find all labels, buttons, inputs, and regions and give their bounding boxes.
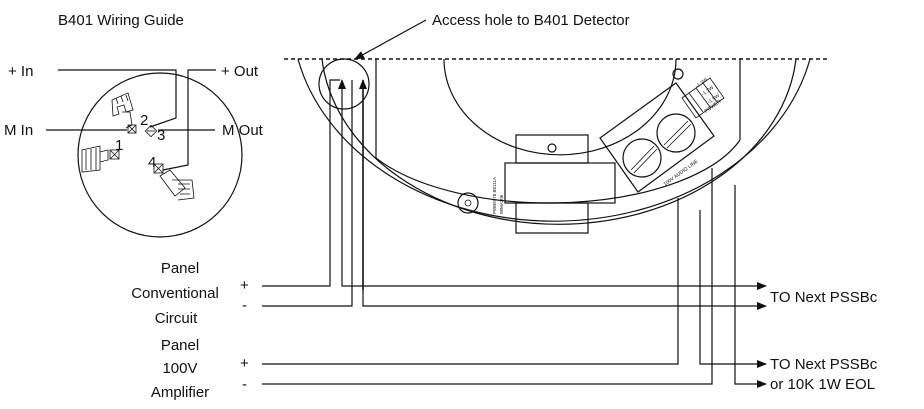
transformer-text-2: 08MA306	[499, 194, 504, 214]
mounting-hole	[672, 68, 684, 80]
m-in-label: M In	[4, 122, 33, 139]
transformer	[504, 134, 616, 234]
power-selector	[681, 77, 725, 119]
plus-in-label: + In	[8, 63, 33, 80]
panel-circuit-line3: Circuit	[155, 310, 198, 327]
detector-wires	[262, 79, 367, 307]
amp-minus: -	[242, 376, 247, 393]
term-1-number: 1	[115, 137, 123, 154]
to-next-label-1: TO Next PSSBc	[770, 289, 878, 306]
circuit-minus: -	[242, 297, 247, 314]
panel-amp-line3: Amplifier	[151, 384, 209, 401]
conventional-output-wires	[341, 280, 767, 310]
amplifier-wires	[262, 168, 767, 388]
detector-base	[284, 58, 828, 225]
transformer-text-1: PWB5978 B8111A	[492, 177, 497, 214]
terminal-screw-3	[144, 124, 158, 138]
to-next-label-2: TO Next PSSBc	[770, 356, 878, 373]
panel-circuit-line2: Conventional	[131, 285, 219, 302]
audio-line-text: 100V AUDIO LINE	[663, 158, 700, 187]
term-4-number: 4	[148, 154, 156, 171]
circuit-plus: +	[240, 277, 249, 294]
term-3-number: 3	[157, 127, 165, 144]
plus-out-label: + Out	[221, 63, 259, 80]
terminal-connector-1	[81, 145, 120, 173]
terminal-connector-2	[111, 92, 137, 134]
eol-label: or 10K 1W EOL	[770, 376, 875, 393]
capacitor	[457, 192, 479, 214]
audio-terminal-block	[599, 82, 715, 193]
amp-plus: +	[240, 355, 249, 372]
guide-wires	[46, 69, 216, 171]
access-hole-arrow	[354, 19, 427, 60]
panel-amp-line2: 100V	[162, 360, 197, 377]
access-hole	[318, 58, 370, 110]
m-out-label: M Out	[222, 122, 264, 139]
base-circle	[77, 72, 243, 238]
access-hole-label: Access hole to B401 Detector	[432, 12, 630, 29]
term-2-number: 2	[140, 112, 148, 129]
terminal-connector-4	[153, 163, 195, 201]
panel-circuit-line1: Panel	[161, 260, 199, 277]
guide-title: B401 Wiring Guide	[58, 12, 184, 29]
panel-amp-line1: Panel	[161, 337, 199, 354]
